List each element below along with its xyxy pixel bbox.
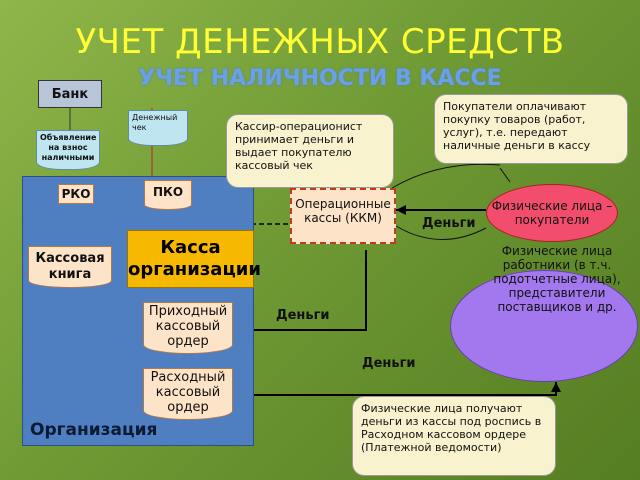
organization-label: Организация [30, 420, 158, 440]
kassa-node: Касса организации [127, 230, 261, 288]
incoming-order-node: Приходный кассовый ордер [143, 302, 233, 354]
rko-node: РКО [58, 184, 94, 204]
page-subtitle: УЧЕТ НАЛИЧНОСТИ В КАССЕ [138, 66, 502, 91]
individuals-buyers-node: Физические лица – покупатели [486, 184, 618, 242]
bank-node: Банк [38, 80, 102, 108]
cashier-callout: Кассир-операционист принимает деньги и в… [226, 114, 394, 188]
money-flow-label-buyers: Деньги [422, 216, 476, 231]
kkm-node: Операционные кассы (ККМ) [290, 188, 396, 244]
cheque-node: Денежный чек [128, 110, 188, 146]
individuals-other-label: Физические лица работники (в т.ч. подотч… [493, 244, 621, 314]
individuals-other-node [450, 270, 638, 382]
cash-book-node: Кассовая книга [28, 246, 112, 288]
receive-callout: Физические лица получают деньги из кассы… [352, 396, 556, 476]
money-flow-label-incoming: Деньги [276, 308, 330, 323]
pko-node: ПКО [144, 180, 192, 210]
outgoing-order-node: Расходный кассовый ордер [143, 368, 233, 420]
deposit-slip-node: Объявление на взнос наличными [36, 130, 100, 170]
page-title: УЧЕТ ДЕНЕЖНЫХ СРЕДСТВ [75, 22, 565, 62]
buyers-callout: Покупатели оплачивают покупку товаров (р… [434, 94, 628, 164]
money-flow-label-outgoing: Деньги [362, 356, 416, 371]
